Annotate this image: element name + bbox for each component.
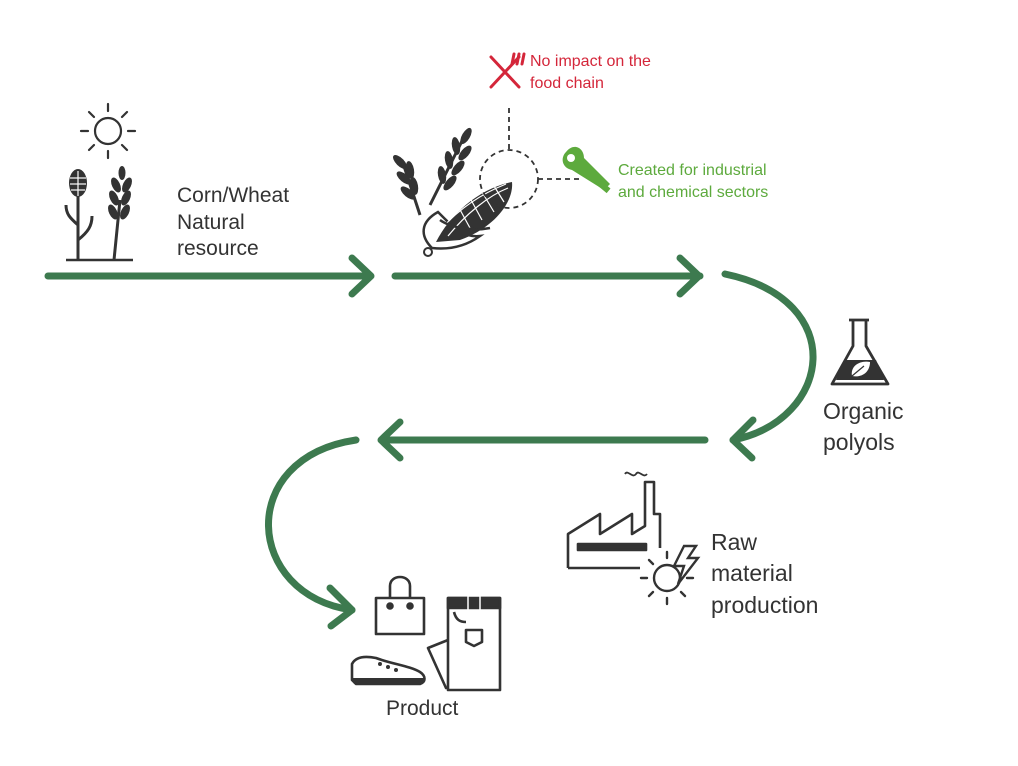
raw-material-label: Raw material production [711, 527, 818, 621]
sun-icon [79, 102, 137, 160]
wrench-icon [562, 146, 611, 194]
food-chain-line-2: food chain [530, 75, 604, 93]
food-chain-callout: No impact on the food chain [530, 51, 651, 96]
shoe-icon [350, 655, 426, 686]
industrial-line-1: Created for industrial [618, 162, 767, 179]
wheat-bundle-icon [393, 127, 472, 216]
industrial-line-2: and chemical sectors [618, 184, 769, 202]
flow-arrow-curve-right [721, 270, 817, 462]
industrial-callout: Created for industrial and chemical sect… [618, 160, 768, 205]
natural-resource-line-3: resource [177, 237, 259, 261]
organic-polyols-line-1: Organic [823, 398, 904, 424]
flow-arrow-1 [44, 254, 375, 298]
food-chain-line-1: No impact on the [530, 53, 651, 70]
factory-icon [566, 471, 662, 570]
raw-material-line-1: Raw [711, 529, 758, 555]
flow-arrows [44, 254, 817, 630]
zoom-circle-icon [479, 108, 583, 209]
product-label: Product [386, 696, 458, 723]
jeans-icon [426, 595, 502, 692]
energy-gear-icon [639, 544, 701, 606]
flask-leaf-icon [830, 318, 890, 386]
handbag-icon [374, 575, 426, 636]
flow-arrow-3 [377, 418, 709, 462]
flow-arrow-2 [391, 254, 704, 298]
product-label-text: Product [386, 697, 459, 720]
natural-resource-label: Corn/Wheat Natural resource [177, 183, 289, 263]
crossed-fork-knife-icon [489, 52, 526, 89]
corn-cob-icon [422, 182, 513, 257]
organic-polyols-label: Organic polyols [823, 396, 904, 459]
natural-resource-line-2: Natural [177, 210, 245, 234]
raw-material-line-3: production [711, 591, 819, 618]
corn-plant-icon [64, 169, 133, 262]
raw-material-line-2: material [711, 560, 793, 587]
flow-arrow-curve-left [265, 436, 360, 630]
natural-resource-line-1: Corn/Wheat [177, 184, 290, 207]
wheat-plant-icon [108, 166, 132, 261]
organic-polyols-line-2: polyols [823, 429, 895, 456]
